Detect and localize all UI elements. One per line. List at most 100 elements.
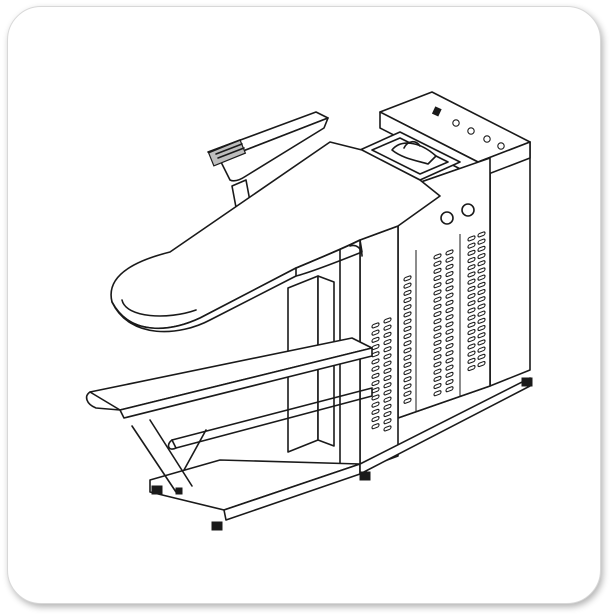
base-frame: [131, 377, 533, 531]
vent-slot: [467, 264, 476, 271]
vent-slot: [445, 256, 454, 263]
vent-slot: [433, 289, 442, 296]
control-knob-icon: [452, 119, 460, 127]
vent-slot: [403, 368, 412, 376]
vent-slot: [383, 331, 392, 338]
middle-cabinet: [397, 157, 491, 419]
vent-slot: [477, 296, 486, 303]
vent-slot: [383, 338, 392, 346]
vent-slot: [433, 296, 442, 303]
vent-slot: [477, 231, 486, 238]
vent-slot: [467, 256, 476, 264]
vent-slot: [477, 317, 486, 324]
foot-icon: [211, 521, 223, 531]
vent-slot: [383, 410, 392, 418]
vent-slot: [467, 328, 476, 336]
vent-slot: [403, 354, 412, 361]
vent-slot: [467, 357, 476, 364]
vent-slot: [383, 374, 392, 382]
vent-slot: [445, 292, 454, 299]
vent-slot: [371, 394, 380, 401]
vent-slot: [433, 274, 442, 282]
vent-slot: [371, 322, 380, 329]
vent-slot: [371, 329, 380, 336]
vent-slot: [445, 285, 454, 292]
vent-slot: [433, 354, 442, 361]
vent-slot: [445, 342, 454, 350]
vent-slot: [433, 267, 442, 274]
pedal-icon: [175, 487, 183, 495]
vent-slot: [433, 325, 442, 332]
vent-slot: [467, 350, 476, 357]
vent-slot: [433, 332, 442, 339]
vent-slot: [445, 321, 454, 328]
vent-slot: [433, 368, 442, 375]
vent-slot: [383, 367, 392, 374]
vent-slot: [371, 365, 380, 372]
vent-slot: [403, 397, 412, 404]
vent-slot: [467, 235, 476, 242]
vent-slot: [371, 358, 380, 365]
vent-slot: [445, 328, 454, 335]
vent-slot: [403, 296, 412, 304]
vent-slot: [403, 325, 412, 332]
vent-slot: [433, 260, 442, 267]
iron-icon: [391, 142, 437, 165]
vent-slot: [403, 347, 412, 354]
lower-board: [85, 337, 373, 450]
vent-slot: [477, 245, 486, 252]
vent-slot: [477, 324, 486, 332]
vent-slot: [445, 371, 454, 378]
vent-slot: [445, 335, 454, 342]
vent-slot: [383, 425, 392, 432]
vent-slot: [445, 386, 454, 393]
vent-slot: [433, 303, 442, 310]
vent-slot: [477, 274, 486, 281]
vent-slot: [467, 292, 476, 300]
vent-slot: [477, 346, 486, 353]
vent-slot: [467, 242, 476, 249]
vent-slot: [467, 278, 476, 285]
vent-slot: [433, 282, 442, 289]
vent-slot: [403, 376, 412, 383]
vent-slot: [477, 303, 486, 310]
vent-slot: [383, 317, 392, 324]
vent-slot: [477, 332, 486, 339]
vent-slot: [467, 249, 476, 256]
vent-slot: [383, 389, 392, 396]
vent-slot: [433, 382, 442, 390]
vent-slot: [467, 336, 476, 343]
vent-slot: [477, 252, 486, 260]
vent-slot: [445, 263, 454, 270]
vent-slot: [477, 267, 486, 274]
vent-slot: [433, 318, 442, 325]
vent-slot: [477, 360, 486, 368]
vent-slot: [445, 299, 454, 306]
vent-slot: [383, 403, 392, 410]
control-knob-icon: [483, 135, 491, 143]
ironing-board: [110, 141, 441, 333]
vent-slot: [445, 357, 454, 364]
vent-slot: [467, 343, 476, 350]
vent-slot: [403, 383, 412, 390]
gauge-icon: [440, 211, 454, 225]
vent-slot: [371, 415, 380, 423]
foot-icon: [359, 471, 371, 481]
foot-icon: [151, 485, 163, 495]
vent-slot: [445, 306, 454, 314]
vent-slot: [445, 314, 454, 321]
vent-slot: [433, 361, 442, 368]
vent-slot: [467, 314, 476, 321]
vent-slot: [467, 271, 476, 278]
vent-slot: [445, 270, 454, 278]
control-knob-icon: [497, 142, 505, 150]
vent-slot: [477, 260, 486, 267]
vent-slots: [371, 231, 486, 432]
vent-slot: [371, 372, 380, 379]
vent-slot: [403, 340, 412, 347]
vent-slot: [403, 282, 412, 289]
vent-slot: [371, 408, 380, 415]
vent-slot: [371, 401, 380, 408]
vent-slot: [383, 353, 392, 360]
